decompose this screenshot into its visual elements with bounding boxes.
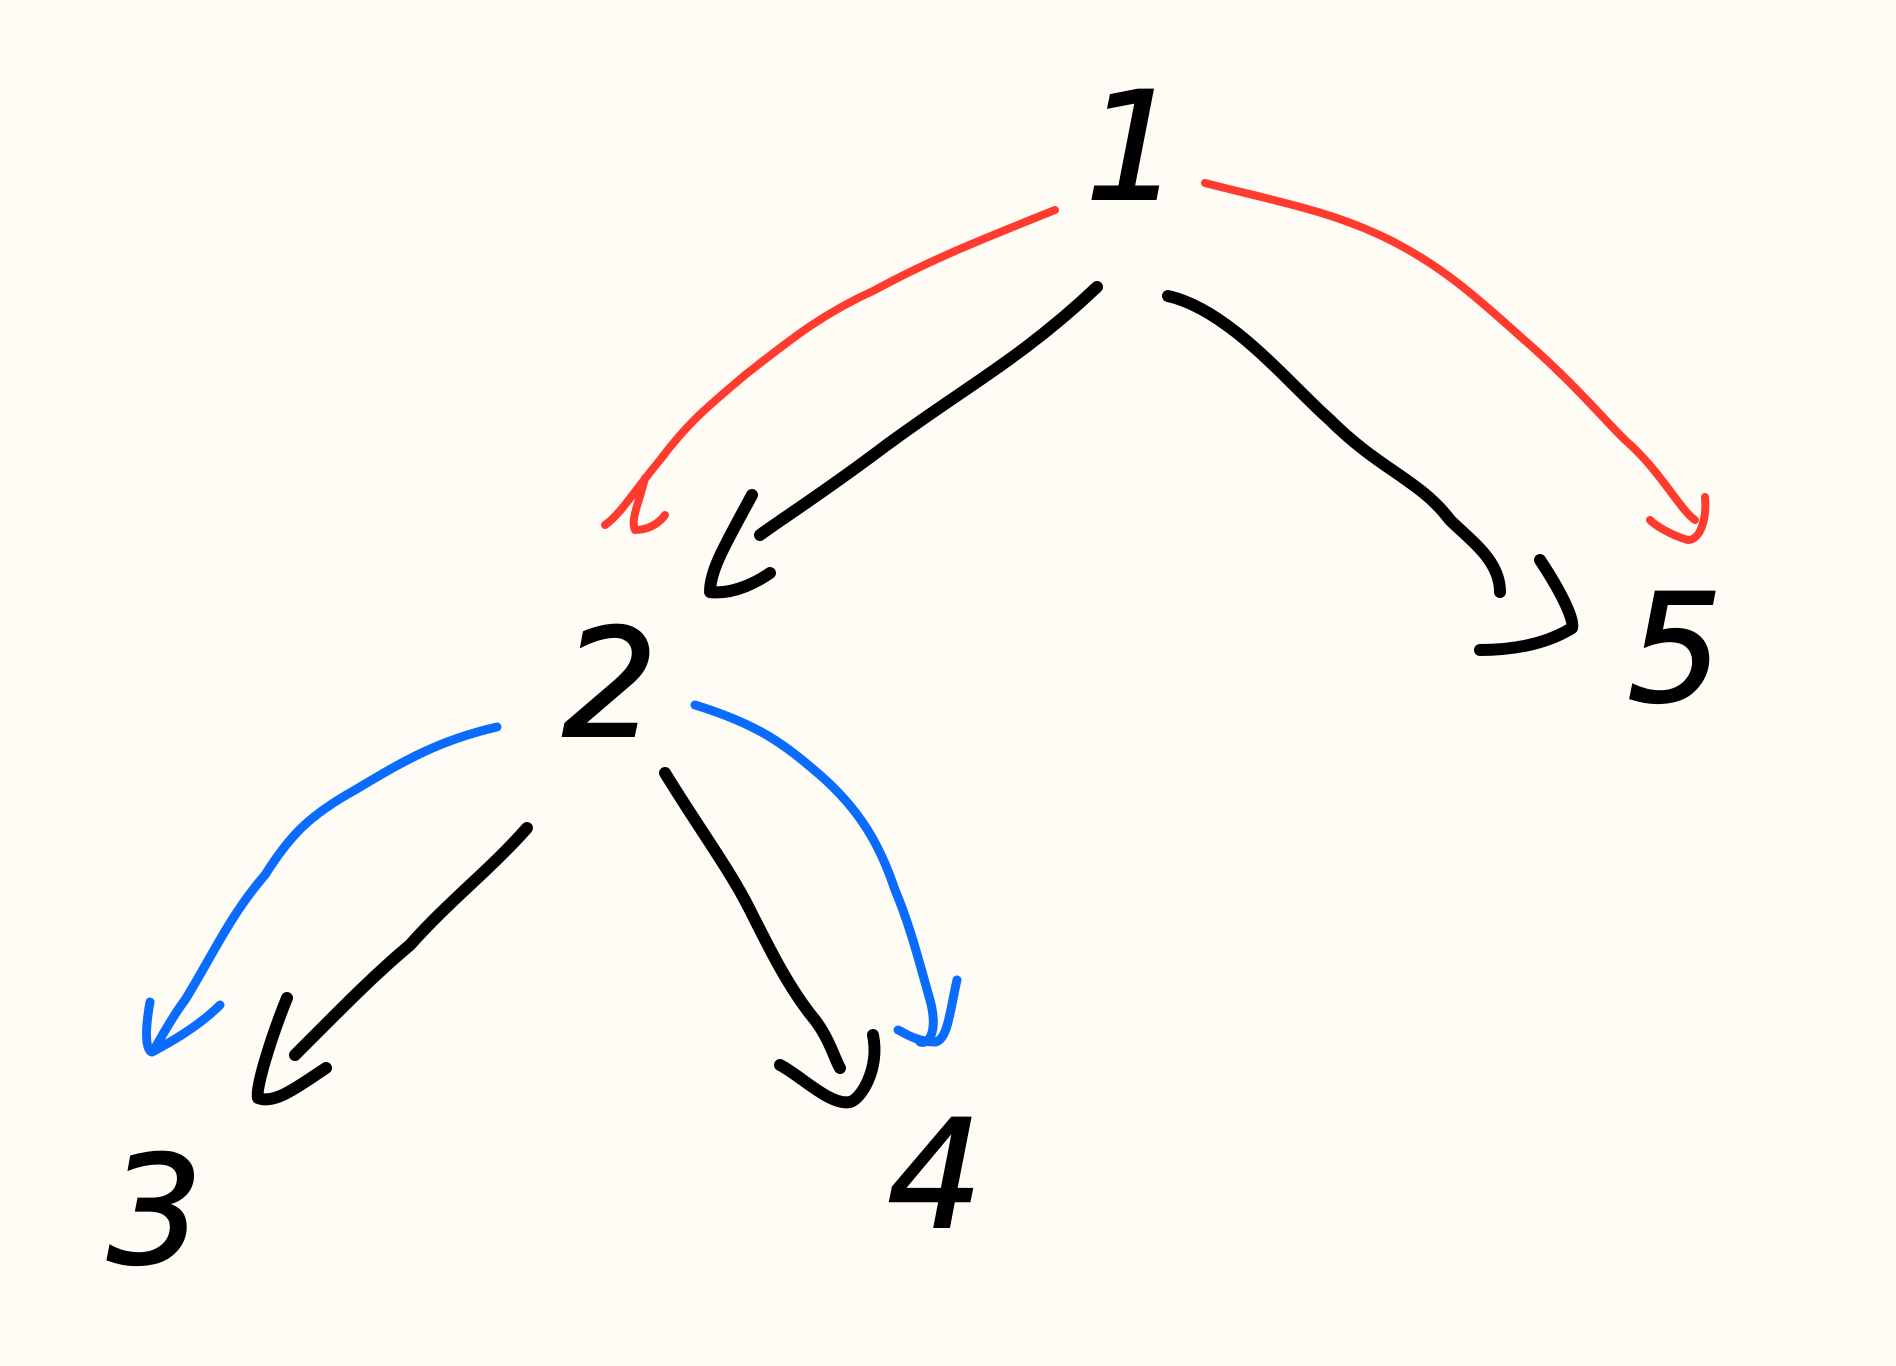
edge-2-to-3 bbox=[251, 822, 533, 1106]
traversal-arrow-blue-2-to-4 bbox=[690, 700, 962, 1047]
node-1: 1 bbox=[1085, 61, 1180, 235]
traversal-arrow-red-1-to-2 bbox=[601, 206, 1059, 534]
edge-1-to-2 bbox=[704, 281, 1103, 599]
node-2: 2 bbox=[562, 598, 657, 772]
traversal-arrow-red-1-to-5 bbox=[1201, 179, 1710, 544]
traversal-arrow-blue-2-to-3 bbox=[142, 722, 502, 1057]
node-4: 4 bbox=[887, 1089, 982, 1263]
edge-1-to-5 bbox=[1162, 290, 1579, 656]
node-5: 5 bbox=[1627, 563, 1722, 737]
edge-2-to-4 bbox=[659, 767, 881, 1109]
node-3: 3 bbox=[107, 1125, 202, 1299]
